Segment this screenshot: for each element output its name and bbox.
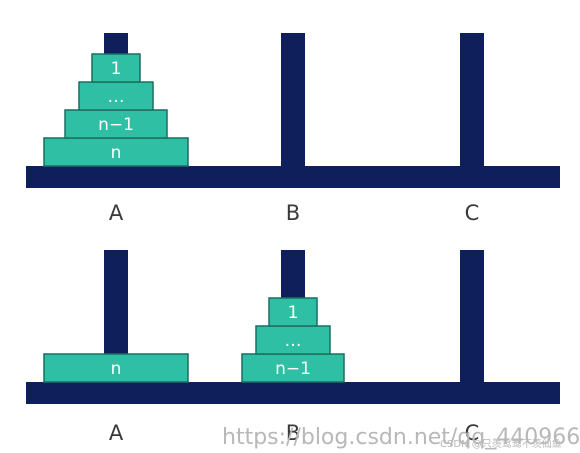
watermark: https://blog.csdn.net/qq_44096670 CSDN @… bbox=[222, 425, 580, 450]
disk-body bbox=[43, 137, 189, 167]
watermark-brand: CSDN @只羡鸳鸯不羡仙鱼 bbox=[440, 437, 562, 450]
disk-label: n−1 bbox=[275, 359, 311, 379]
disk-dots-on-a: … bbox=[78, 81, 154, 111]
disk-n-1-on-a: n−1 bbox=[64, 109, 168, 139]
disk-1-on-b: 1 bbox=[268, 297, 318, 327]
disk-n-1-on-b: n−1 bbox=[241, 353, 345, 383]
disk-dots-on-b: … bbox=[255, 325, 331, 355]
disk-body bbox=[91, 53, 141, 83]
disk-body bbox=[241, 353, 345, 383]
watermark-url: https://blog.csdn.net/qq_44096670 bbox=[222, 425, 580, 450]
peg-label-b: B bbox=[286, 201, 300, 225]
base-platform bbox=[26, 166, 560, 188]
disk-label: n−1 bbox=[98, 115, 134, 135]
base-platform bbox=[26, 382, 560, 404]
peg-label-c: C bbox=[465, 421, 480, 445]
disk-body bbox=[43, 353, 189, 383]
disk-label: n bbox=[111, 359, 122, 379]
peg-label-c: C bbox=[465, 201, 480, 225]
panel-initial-state: n n−1 … 1A B C bbox=[26, 33, 560, 225]
disk-n-on-a: n bbox=[43, 353, 189, 383]
peg-label-a: A bbox=[109, 421, 124, 445]
peg-b bbox=[281, 33, 305, 166]
peg-c bbox=[460, 250, 484, 382]
panel-after-move-state: n n−1 … 1A B C bbox=[26, 250, 560, 445]
disk-label: n bbox=[111, 143, 122, 163]
disk-label: … bbox=[108, 87, 125, 107]
peg-c bbox=[460, 33, 484, 166]
disk-body bbox=[78, 81, 154, 111]
disk-n-on-a: n bbox=[43, 137, 189, 167]
disk-label: 1 bbox=[288, 303, 299, 323]
peg-label-b: B bbox=[286, 421, 300, 445]
disk-1-on-a: 1 bbox=[91, 53, 141, 83]
disk-label: 1 bbox=[111, 59, 122, 79]
peg-label-a: A bbox=[109, 201, 124, 225]
disk-label: … bbox=[285, 331, 302, 351]
disk-body bbox=[268, 297, 318, 327]
